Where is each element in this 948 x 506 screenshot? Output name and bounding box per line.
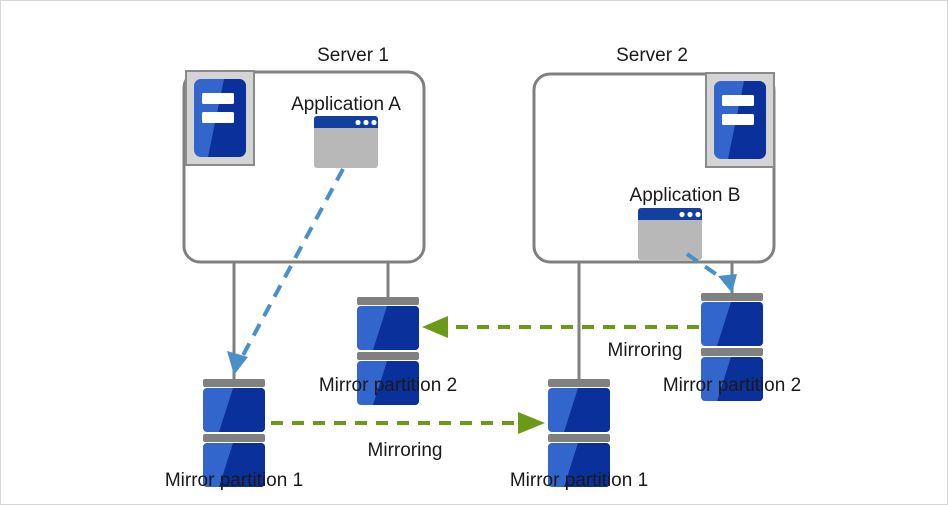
application-b-label: Application B bbox=[630, 185, 741, 206]
mirroring-top-arrow-head-icon bbox=[422, 316, 448, 338]
server-tower-icon bbox=[186, 71, 254, 165]
server2-mirror-partition-1-label: Mirror partition 1 bbox=[510, 470, 648, 491]
app-window-icon bbox=[314, 116, 378, 168]
server2-mirror-partition-2-label: Mirror partition 2 bbox=[663, 375, 801, 396]
server1-mirror-partition-1-label: Mirror partition 1 bbox=[165, 470, 303, 491]
server-1-title: Server 1 bbox=[317, 45, 389, 66]
server1-mirror-partition-2-label: Mirror partition 2 bbox=[319, 375, 457, 396]
app-a-io-arrow-head-icon bbox=[227, 351, 248, 375]
server-tower-icon bbox=[706, 73, 774, 167]
app-window-icon bbox=[638, 208, 702, 260]
app-a-io-arrow-line bbox=[239, 168, 345, 360]
mirroring-top-label: Mirroring bbox=[608, 340, 683, 361]
app-b-io-arrow-head-icon bbox=[718, 274, 737, 293]
mirroring-bottom-arrow-head-icon bbox=[518, 412, 545, 434]
application-a-label: Application A bbox=[291, 94, 401, 115]
app-b-io-arrow-line bbox=[685, 252, 725, 281]
mirroring-bottom-label: Mirroring bbox=[368, 440, 443, 461]
server-2-title: Server 2 bbox=[616, 45, 688, 66]
